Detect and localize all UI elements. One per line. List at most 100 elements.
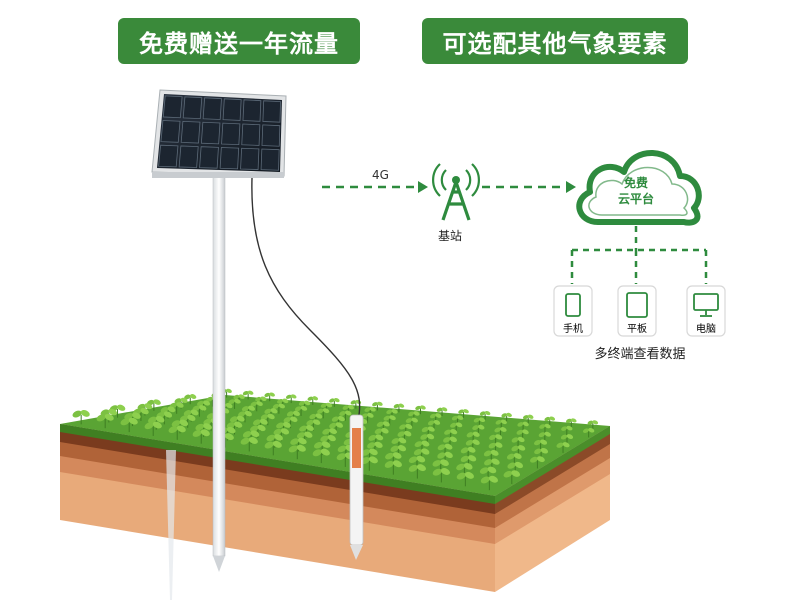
phone-icon — [565, 293, 581, 317]
solar-cell — [262, 100, 281, 123]
sprout — [242, 390, 254, 400]
sprout — [283, 416, 298, 429]
grass-top — [60, 395, 610, 496]
sprout — [372, 401, 383, 411]
sprout — [168, 425, 186, 440]
base-station-icon — [432, 163, 480, 221]
solar-cell — [260, 148, 280, 171]
sensor-cable — [251, 177, 361, 421]
sprout — [272, 403, 285, 414]
sprout — [522, 414, 534, 424]
sprout — [238, 410, 252, 423]
sprout — [329, 398, 340, 407]
sprout — [432, 459, 449, 474]
arrow-to-cloud — [566, 181, 576, 193]
sprout — [342, 404, 354, 415]
sprout — [96, 413, 114, 429]
sprout — [286, 410, 300, 422]
sprout — [430, 413, 442, 423]
mount-pole — [212, 175, 226, 557]
sprout — [538, 431, 551, 442]
link-label: 4G — [372, 168, 389, 182]
sprout — [385, 452, 402, 466]
solar-cell — [241, 123, 261, 146]
soil-layer-light-side — [495, 470, 610, 592]
sprout — [294, 405, 308, 417]
solar-cell — [162, 95, 183, 119]
grass-edge-side — [495, 426, 610, 504]
solar-cell — [199, 146, 219, 169]
sprout — [339, 410, 352, 421]
sprout — [503, 470, 521, 484]
solar-cell — [261, 124, 281, 147]
sprout — [534, 447, 549, 460]
probe-label — [352, 428, 361, 468]
sprout — [260, 413, 275, 426]
cloud-label-line1: 免费 — [624, 175, 648, 190]
sprout — [458, 409, 469, 418]
sprout — [530, 456, 545, 469]
sprout — [501, 412, 512, 422]
sprout — [450, 422, 463, 433]
cloud-label-line2: 云平台 — [618, 191, 654, 206]
tablet-icon — [626, 292, 648, 318]
sprout — [264, 440, 282, 456]
sprout — [539, 423, 551, 434]
monitor-icon — [693, 293, 719, 317]
sprout — [361, 448, 378, 463]
soil-layer-brown-side — [495, 440, 610, 528]
soil-layer-mid-side — [495, 454, 610, 544]
sprout — [309, 413, 323, 425]
sprout — [556, 442, 570, 453]
sprout — [329, 422, 344, 434]
sprout — [184, 394, 197, 405]
solar-cell — [180, 120, 201, 144]
sprout — [587, 420, 599, 429]
sprout — [413, 448, 430, 462]
solar-cell — [242, 99, 262, 122]
grass-edge-front — [60, 424, 495, 504]
sprout — [494, 427, 507, 438]
device-label-tablet: 平板 — [627, 322, 647, 335]
sprout — [415, 405, 426, 415]
probe-tip — [350, 545, 363, 560]
cloud-icon — [576, 150, 702, 226]
sprout — [386, 409, 398, 419]
sprout — [466, 431, 480, 443]
sprout — [383, 415, 396, 426]
sprout — [421, 426, 435, 438]
sprout — [320, 434, 336, 448]
solar-cell — [240, 147, 260, 170]
sprout — [317, 408, 330, 419]
solar-cells — [158, 95, 281, 171]
sprout — [240, 437, 258, 452]
sprout — [456, 471, 474, 487]
device-label-phone: 手机 — [563, 322, 583, 335]
sprout — [436, 407, 448, 417]
device-computer: 电脑 — [686, 285, 726, 337]
network-diagram: 4G 基站 免费 云平台 手机 — [322, 150, 726, 362]
solar-cell — [202, 97, 222, 120]
sprout — [384, 460, 402, 475]
tower-label: 基站 — [438, 229, 462, 243]
sprout — [228, 398, 241, 409]
arrow-to-tower — [418, 181, 428, 193]
solar-cell — [200, 121, 221, 145]
sprout — [566, 418, 577, 428]
solar-cell — [158, 144, 179, 168]
sprout — [288, 444, 306, 460]
sprout — [306, 419, 321, 431]
sprout — [264, 392, 275, 402]
solar-cell — [222, 98, 242, 121]
sprout — [456, 463, 473, 477]
sprout — [408, 464, 426, 479]
devices-caption: 多终端查看数据 — [594, 346, 685, 362]
solar-cell — [160, 120, 181, 143]
sprout — [250, 401, 263, 412]
device-phone: 手机 — [553, 285, 593, 337]
sprout — [437, 443, 453, 457]
sprout — [390, 445, 407, 459]
device-label-computer: 电脑 — [696, 322, 716, 335]
device-tablet: 平板 — [617, 285, 657, 337]
